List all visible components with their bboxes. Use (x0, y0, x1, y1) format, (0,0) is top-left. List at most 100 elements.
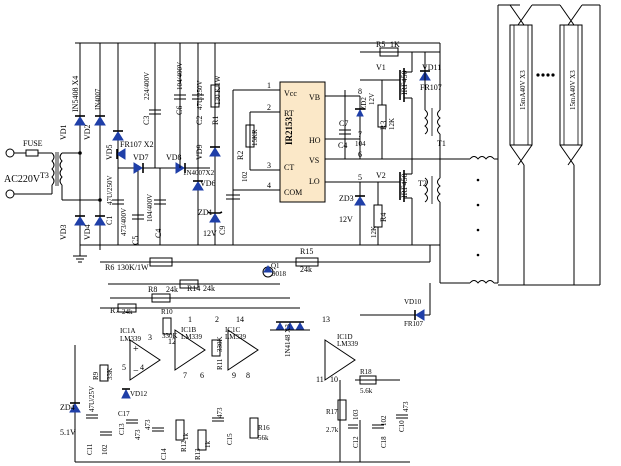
t3-label: T3 (40, 171, 49, 180)
r16-value: 56k (258, 434, 269, 442)
ic-pin-vs: VS (309, 156, 319, 165)
c12-value: 103 (352, 409, 360, 420)
ic-pin-ho: HO (309, 136, 321, 145)
r17-resistor (337, 399, 347, 421)
ic1d-pin-out: 13 (322, 315, 330, 324)
zd1-zener (209, 213, 221, 223)
r16-label: R16 (258, 424, 270, 432)
v2-label: V2 (376, 171, 386, 180)
svg-text:+: + (133, 344, 139, 355)
r7-value: 24k (122, 308, 133, 316)
c11b-value: 47U/25V (88, 386, 96, 412)
input-terminal-bottom (5, 189, 15, 199)
c14-value: 473 (144, 419, 152, 430)
ic-pin-com: COM (284, 188, 302, 197)
vd10-diode (415, 309, 425, 321)
half-bridge-stage: R5 1K V1 IRF450 VD11 FR107 ZD2 12V R3 12… (338, 40, 446, 245)
r9-resistor (99, 364, 109, 382)
vd3-label: VD3 (59, 224, 68, 240)
r6-value: 130K/1W (117, 263, 149, 272)
input-terminal-top (5, 148, 15, 158)
vd1-label: VD1 (59, 124, 68, 140)
r17-value: 2.7k (326, 426, 339, 434)
zd4-value: 5.1V (60, 428, 76, 437)
r12-value: 1k (182, 433, 190, 441)
c5-label: C5 (131, 236, 140, 245)
c15-value: 473 (216, 407, 224, 418)
ic-body (279, 81, 326, 203)
pin-4: 4 (267, 181, 271, 190)
vd2-part-label: IN4007 (94, 88, 102, 110)
svg-text:−: − (133, 366, 139, 377)
zd3-zener (354, 196, 366, 206)
r8-label: R8 (148, 285, 157, 294)
r11-value: 330K (216, 336, 224, 352)
c17-label: C17 (118, 410, 130, 418)
c3-value: 224/400V (143, 72, 151, 100)
lamp-section: 15mA40V X3 15mA40V X3 (439, 4, 601, 286)
vd3-diode (74, 216, 86, 226)
r13-label: R13 (194, 448, 202, 460)
zd4-label: ZD4 (60, 403, 75, 412)
r5-label: R5 (376, 40, 385, 49)
r1-resistor (210, 84, 220, 108)
ic1c-pin-out: 14 (236, 315, 244, 324)
q1-part: 9018 (272, 270, 287, 278)
zd1-label: ZD1 (198, 208, 213, 217)
c1-value: 47U/250V (106, 175, 114, 205)
ic1c-pin-c: 2 (215, 315, 219, 324)
c4-label: C4 (154, 229, 163, 238)
c3-label: C3 (142, 116, 151, 125)
zd3-value: 12V (339, 215, 353, 224)
lamp-2-label: 15mA40V X3 (569, 70, 577, 110)
vd5-label: VD5 (105, 144, 114, 160)
diode-array-1 (275, 321, 285, 331)
ic-pin-lo: LO (309, 177, 320, 186)
r15-resistor (295, 257, 319, 267)
r18-resistor (359, 375, 377, 385)
r18-value: 5.6k (360, 387, 373, 395)
r13-resistor (197, 429, 207, 451)
c7-label: C7 (339, 119, 348, 128)
v2-part: IRF450 (400, 174, 409, 198)
ic1d-part: LM339 (337, 340, 359, 348)
vd12-diode (121, 388, 131, 399)
r3-value: 12K (388, 118, 396, 130)
vd5-diode (112, 131, 124, 141)
c1-label: C1 (105, 216, 114, 225)
rectifier-part-label: IN5408 X4 (71, 76, 80, 112)
ic1b-comparator (174, 329, 206, 371)
c16-value: 102 (101, 444, 109, 455)
mains-label: AC220V (4, 174, 41, 185)
ic1d-pin-a: 11 (316, 375, 324, 384)
bridge-rectifier: VD1 VD2 VD3 VD4 IN5408 X4 (59, 42, 440, 263)
r11-resistor (211, 339, 221, 357)
vd9-label: VD9 (195, 144, 204, 160)
r15-label: R15 (300, 247, 313, 256)
r9-value: 33K (106, 368, 114, 380)
pin-5: 5 (358, 173, 362, 182)
ic1b-pin-a: 7 (183, 371, 187, 380)
r6-resistor (149, 257, 173, 267)
vd7-label: VD7 (133, 153, 149, 162)
q1-label: Q1 (271, 262, 280, 270)
vd11-label: VD11 (422, 63, 441, 72)
valley-fill-stage: VD5 FR107 X2 C1 47U/250V C5 473/400V VD7… (94, 43, 259, 245)
vd2-label: VD2 (83, 124, 92, 140)
ic1a-pin-a: 5 (122, 363, 126, 372)
t1-label: T1 (437, 139, 446, 148)
r6-label: R6 (105, 263, 114, 272)
ic1a-pin-out: 3 (148, 333, 152, 342)
c18-value: 102 (380, 415, 388, 426)
ic-pin-ct: CT (284, 163, 294, 172)
r14-resistor (179, 279, 199, 289)
r10-label: R10 (161, 308, 173, 316)
vd4-label: VD4 (83, 224, 92, 240)
r1-label: R1 (211, 116, 220, 125)
r12-label: R12 (180, 440, 188, 452)
c14-label: C14 (160, 448, 168, 460)
r2-resistor (245, 124, 255, 148)
diode-array-label: 1N4148 X3 (284, 324, 292, 357)
r7-label: R7 (110, 306, 119, 315)
